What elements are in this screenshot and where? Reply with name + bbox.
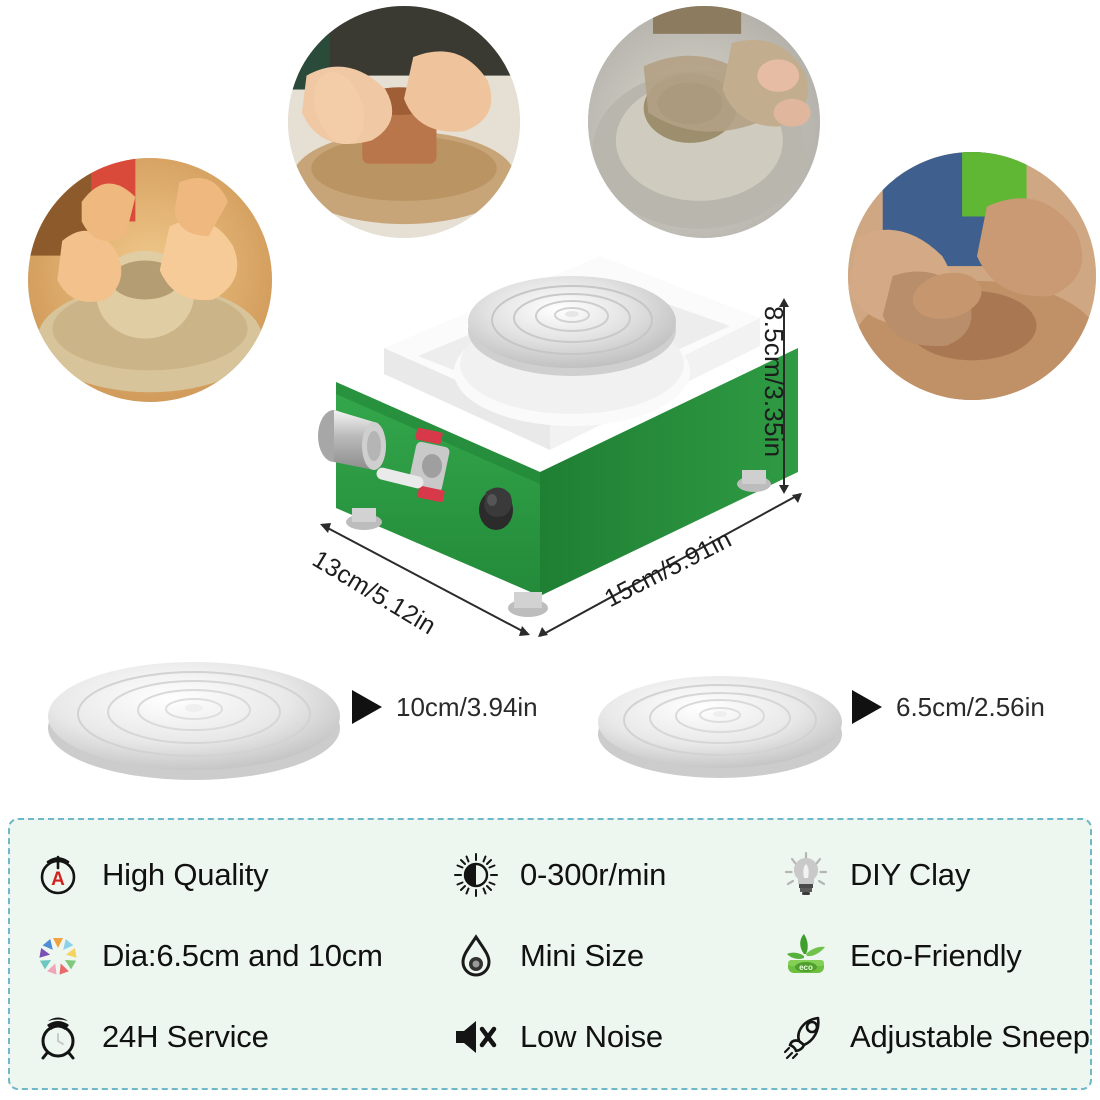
feature-label: Mini Size — [520, 937, 644, 973]
turntable-large — [44, 636, 344, 784]
brightness-icon — [450, 849, 502, 901]
feature-eco-friendly: eco Eco-Friendly — [780, 930, 1090, 982]
feature-low-noise: Low Noise — [450, 1011, 780, 1063]
lifestyle-photo-3 — [588, 6, 820, 238]
arrow-right-icon — [852, 690, 882, 724]
feature-label: Low Noise — [520, 1019, 663, 1055]
feature-label: High Quality — [102, 856, 269, 892]
feature-high-quality: A High Quality — [32, 849, 450, 901]
lifestyle-photo-2 — [288, 6, 520, 238]
feature-label: 0-300r/min — [520, 856, 667, 892]
turntable-large-callout: 10cm/3.94in — [352, 690, 538, 724]
lifestyle-photo-1 — [28, 158, 272, 402]
lightbulb-icon — [780, 849, 832, 901]
feature-service: 24H Service — [32, 1011, 450, 1063]
product-image — [300, 222, 840, 652]
water-drop-icon — [450, 930, 502, 982]
feature-mini-size: Mini Size — [450, 930, 780, 982]
feature-label: Eco-Friendly — [850, 937, 1022, 973]
alarm-clock-icon — [32, 1011, 84, 1063]
feature-label: Adjustable Sneep — [850, 1019, 1090, 1055]
turntable-small-callout: 6.5cm/2.56in — [852, 690, 1045, 724]
svg-text:eco: eco — [799, 963, 813, 972]
lifestyle-photo-4 — [848, 152, 1096, 400]
turntable-small — [594, 652, 846, 784]
feature-label: DIY Clay — [850, 856, 971, 892]
feature-speed: 0-300r/min — [450, 849, 780, 901]
svg-text:A: A — [51, 869, 65, 890]
feature-adjustable-speed: Adjustable Sneep — [780, 1011, 1090, 1063]
color-wheel-icon — [32, 930, 84, 982]
eco-leaf-icon: eco — [780, 930, 832, 982]
power-a-icon: A — [32, 849, 84, 901]
feature-label: Dia:6.5cm and 10cm — [102, 937, 383, 973]
feature-diameter: Dia:6.5cm and 10cm — [32, 930, 450, 982]
feature-diy-clay: DIY Clay — [780, 849, 1090, 901]
feature-label: 24H Service — [102, 1019, 269, 1055]
dimension-height-label: 8.5cm/3.35in — [759, 306, 789, 458]
turntable-small-label: 6.5cm/2.56in — [896, 691, 1045, 722]
rocket-icon — [780, 1011, 832, 1063]
turntable-large-label: 10cm/3.94in — [396, 691, 538, 722]
feature-panel: A High Quality — [8, 818, 1092, 1090]
mute-speaker-icon — [450, 1011, 502, 1063]
arrow-right-icon — [352, 690, 382, 724]
